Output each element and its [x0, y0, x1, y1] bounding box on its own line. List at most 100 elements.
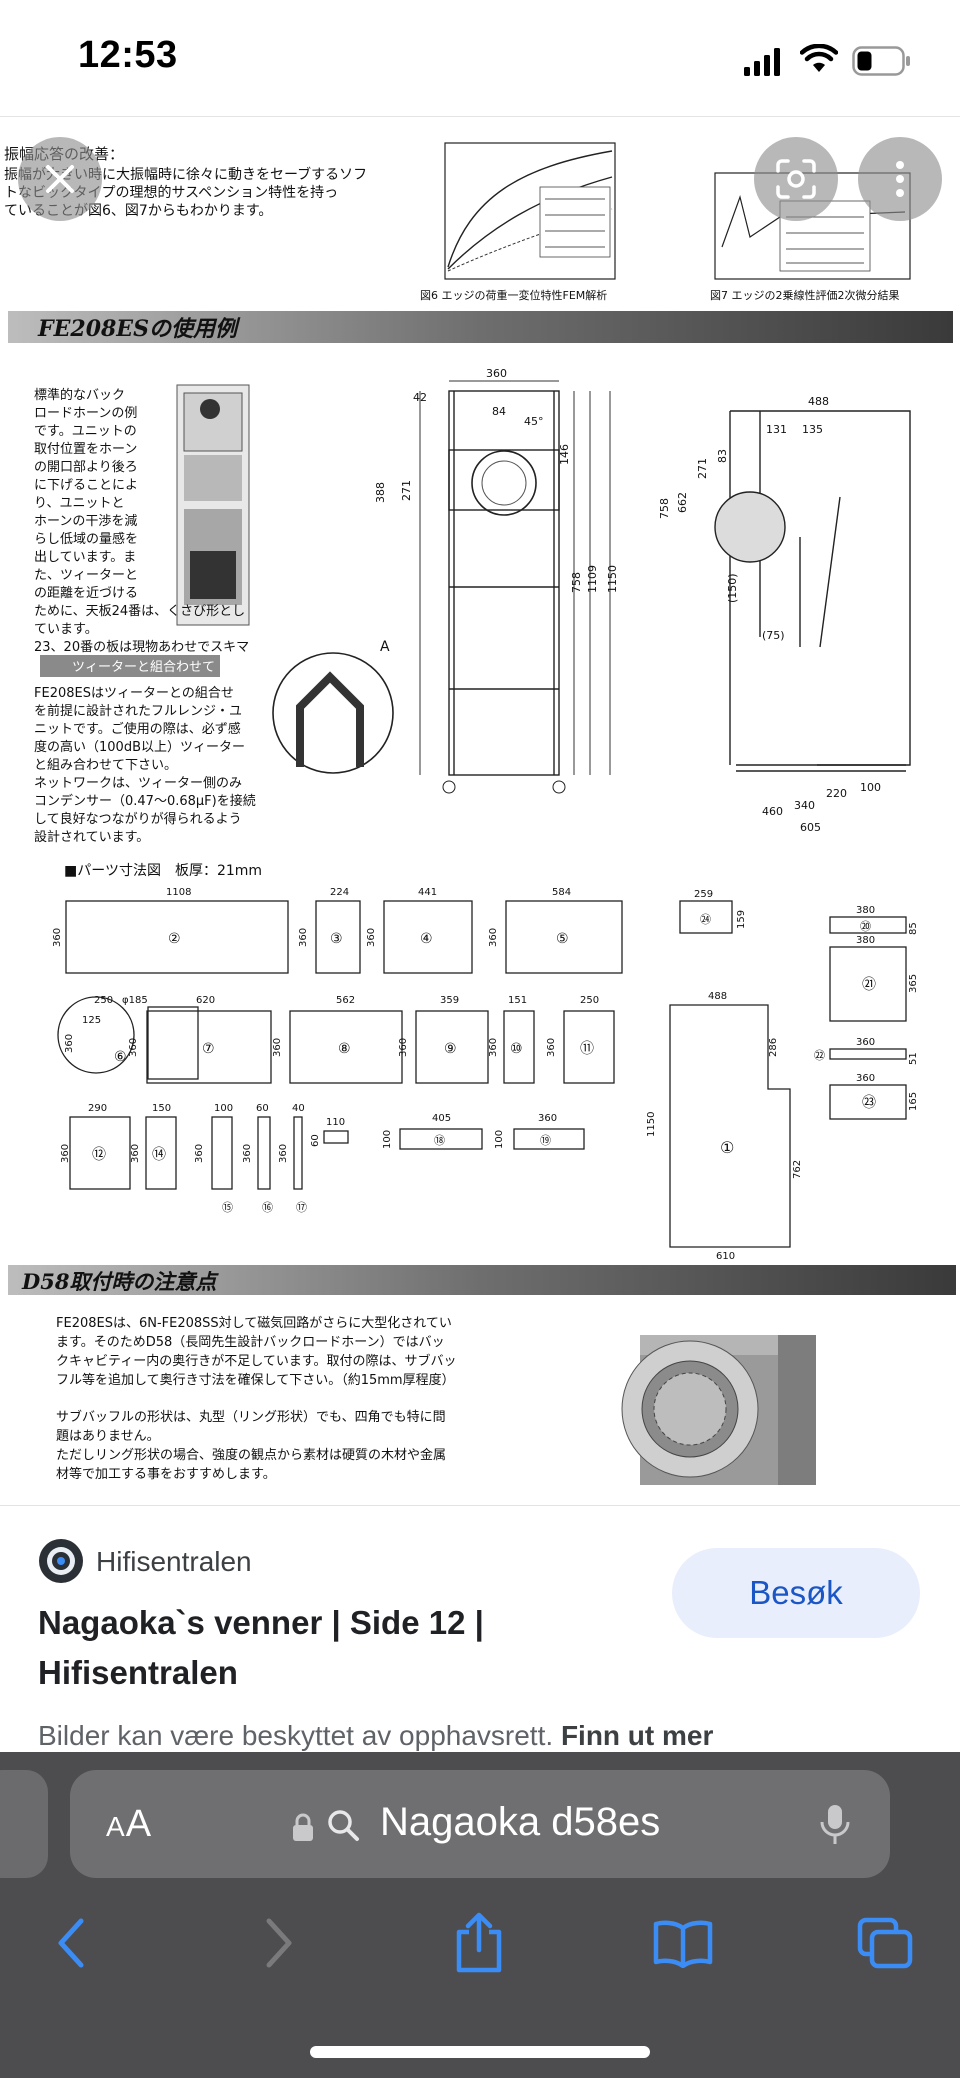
forward-button[interactable]: [244, 1908, 314, 1978]
result-title-link[interactable]: Nagaoka`s venner | Side 12 | Hifisentral…: [38, 1604, 484, 1691]
side-panel-b: 762: [792, 1160, 803, 1179]
side-panel-w: 488: [708, 991, 727, 1002]
panel-w: 360: [538, 1113, 557, 1124]
panel-num: ⑳: [860, 920, 871, 933]
panel-num: ㉔: [700, 913, 711, 926]
site-name[interactable]: Hifisentralen: [96, 1546, 252, 1577]
side-dim-s2: (150): [726, 573, 739, 603]
panel-h: 100: [494, 1130, 505, 1149]
panel-h: 360: [488, 928, 499, 947]
backload-line: です。ユニットの: [34, 424, 137, 439]
side-dim-h1: 83: [716, 449, 729, 463]
aa-large: A: [125, 1803, 153, 1845]
panel-num: ⑲: [540, 1134, 551, 1147]
panel-h: 360: [298, 928, 309, 947]
panel-h: 360: [242, 1144, 253, 1163]
front-dim-h4: 758: [570, 572, 583, 593]
section2-title: D58取付時の注意点: [21, 1269, 219, 1294]
panel-w: 1108: [166, 887, 191, 898]
fig7-caption: 図7 エッジの2乗線性評価2次微分結果: [710, 288, 900, 302]
tweeter-line: 度の高い（100dB以上）ツィーター: [34, 739, 245, 755]
microphone-icon[interactable]: [820, 1804, 850, 1846]
side-panel-a: 286: [768, 1038, 779, 1057]
panel-w: 250: [94, 995, 113, 1006]
image-viewer[interactable]: 振幅応答の改善： 振幅が大きい時に大振幅時に徐々に動きをセーブするソフ トなビッ…: [0, 116, 960, 1506]
panel-h: 360: [488, 1038, 499, 1057]
close-image-button[interactable]: [18, 137, 102, 221]
backload-line: の距離を近づける: [34, 586, 138, 601]
chevron-right-icon: [266, 1918, 292, 1968]
panel-w: 151: [508, 995, 527, 1006]
small-part-d185: φ185: [122, 995, 148, 1006]
side-dim-base1: 220: [826, 787, 847, 800]
learn-more-link[interactable]: Finn ut mer: [560, 1720, 714, 1751]
panel-w: 150: [152, 1103, 171, 1114]
panel-num: ⑨: [444, 1041, 457, 1057]
panel-num: ⑩: [510, 1041, 523, 1057]
panel-h: 360: [64, 1034, 75, 1053]
tweeter-line: ニットです。ご使用の際は、必ず感: [34, 721, 241, 737]
panel-num: ②: [168, 931, 181, 947]
panel-w: 441: [418, 887, 437, 898]
parts-heading: ■パーツ寸法図 板厚：21mm: [64, 863, 262, 879]
side-dim-h2: 271: [696, 458, 709, 479]
d58-line: クキャビティー内の奥行きが不足しています。取付の際は、サブバッ: [56, 1353, 457, 1369]
side-dim-base2: 100: [860, 781, 881, 794]
panel-w: 259: [694, 889, 713, 900]
front-dim-h2: 388: [374, 482, 387, 503]
side-panel-h: 1150: [646, 1112, 657, 1137]
panel-h: 360: [278, 1144, 289, 1163]
panel-h: 360: [366, 928, 377, 947]
tweeter-line: 設計されています。: [34, 829, 149, 845]
tweeter-line: ネットワークは、ツィーター側のみ: [34, 776, 242, 791]
panel-h: 360: [60, 1144, 71, 1163]
panel-h: 100: [382, 1130, 393, 1149]
panel-h: 360: [546, 1038, 557, 1057]
front-dim-h1: 146: [558, 444, 571, 465]
backload-line: の開口部より後ろ: [34, 460, 138, 475]
page-settings-button[interactable]: AA: [106, 1803, 152, 1846]
previous-tab-peek[interactable]: [0, 1770, 48, 1878]
address-bar[interactable]: [70, 1770, 890, 1878]
d58-line: フル等を追加して奥行き寸法を確保して下さい。（約15mm厚程度）: [56, 1372, 455, 1388]
visit-button[interactable]: Besøk: [672, 1548, 920, 1638]
tweeter-line: と組み合わせて下さい。: [34, 758, 177, 773]
panel-w: 380: [856, 935, 875, 946]
side-dim-base5: 605: [800, 821, 821, 834]
backload-line: 標準的なバック: [34, 387, 125, 403]
panel-h: 360: [398, 1038, 409, 1057]
d58-line: ます。そのためD58（長岡先生設計バックロードホーン）ではバッ: [56, 1334, 445, 1350]
panel-w: 360: [856, 1037, 875, 1048]
share-button[interactable]: [444, 1908, 514, 1978]
side-dim-base3: 340: [794, 799, 815, 812]
status-bar: 12:53: [0, 0, 960, 116]
d58-line: FE208ESは、6N-FE208SS対して磁気回路がさらに大型化されてい: [56, 1315, 452, 1331]
bookmarks-button[interactable]: [648, 1908, 718, 1978]
panel-w: 562: [336, 995, 355, 1006]
front-dim-width: 360: [486, 367, 507, 380]
copyright-text: Bilder kan være beskyttet av opphavsrett…: [38, 1720, 554, 1751]
panel-h: 365: [908, 974, 919, 993]
cellular-signal-icon: [744, 48, 780, 76]
panel-num: ④: [420, 931, 433, 947]
d58-line: サブバッフルの形状は、丸型（リング形状）でも、四角でも特に問: [56, 1409, 446, 1425]
front-dim-left: 42: [413, 391, 427, 404]
home-indicator[interactable]: [310, 2046, 650, 2058]
battery-icon: [852, 46, 910, 76]
url-search-text[interactable]: Nagaoka d58es: [380, 1800, 661, 1844]
backload-line: ホーンの干渉を減: [34, 513, 137, 529]
more-options-button[interactable]: [858, 137, 942, 221]
panel-w: 250: [580, 995, 599, 1006]
wifi-icon: [800, 44, 838, 72]
tabs-button[interactable]: [850, 1908, 920, 1978]
chevron-left-icon: [58, 1918, 84, 1968]
lens-search-button[interactable]: [754, 137, 838, 221]
back-button[interactable]: [36, 1908, 106, 1978]
fig6-caption: 図6 エッジの荷重一変位特性FEM解析: [420, 288, 607, 302]
backload-line: 取付位置をホーン: [34, 442, 137, 457]
panel-h: 360: [194, 1144, 205, 1163]
panel-num: ⑧: [338, 1041, 351, 1057]
panel-num: ⑤: [556, 931, 569, 947]
front-dim-h5: 1109: [586, 565, 599, 593]
side-panel-base: 610: [716, 1251, 735, 1262]
